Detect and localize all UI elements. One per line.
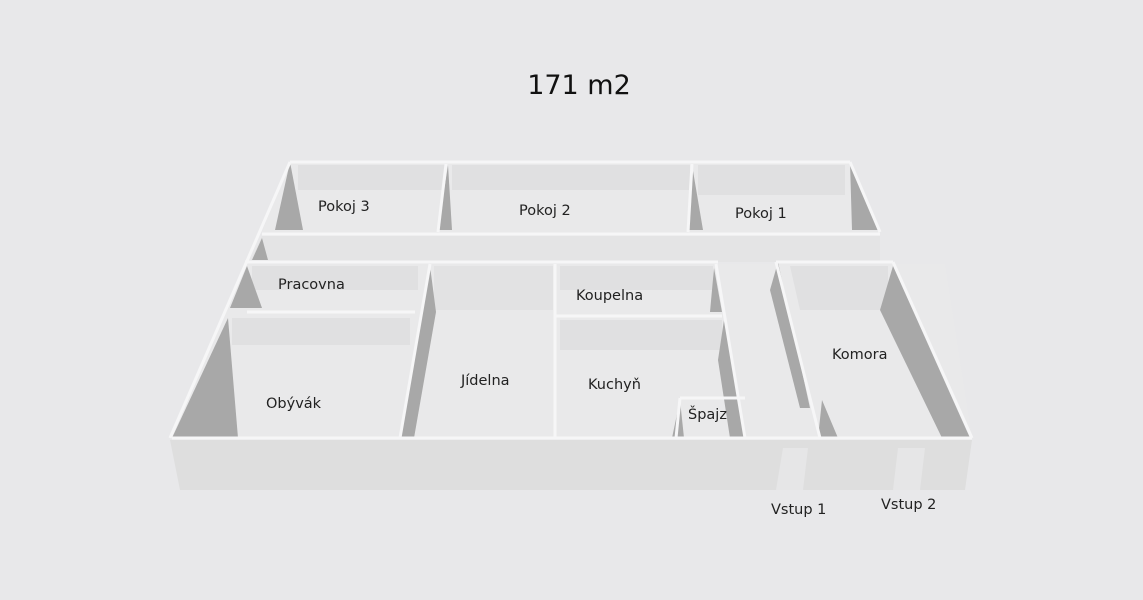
shadow-left-top (275, 162, 303, 230)
wall-face-jidelna (434, 266, 553, 310)
shadow-jidelna-left (400, 266, 436, 438)
wall-face-obyvak (232, 318, 410, 345)
shadow-corridor-left (252, 238, 268, 260)
wall-face-koupelna (560, 266, 713, 290)
room-label-komora: Komora (832, 347, 888, 363)
room-label-pracovna: Pracovna (278, 277, 345, 293)
wall-face-komora (790, 266, 888, 310)
wall-face-pokoj2 (452, 165, 690, 190)
wall-face-kuchyn (560, 320, 722, 350)
wall-face-pracovna (252, 266, 418, 290)
entrance-door-1 (776, 448, 808, 490)
room-label-spajz: Špajz (688, 407, 727, 423)
wall-face-pokoj3 (298, 165, 445, 190)
shadow-hall-bottom (818, 400, 838, 438)
entrance-label-vstup-2: Vstup 2 (881, 497, 937, 513)
room-label-jidelna: Jídelna (461, 373, 510, 389)
room-label-koupelna: Koupelna (576, 288, 644, 304)
shadow-komora-right (880, 266, 970, 438)
wall-tops (168, 160, 974, 440)
entrance-label-vstup-1: Vstup 1 (771, 502, 827, 518)
floor-area-title: 171 m2 (527, 70, 631, 101)
shadow-obyvak-left (172, 318, 238, 438)
room-label-pokoj-1: Pokoj 1 (735, 206, 787, 222)
room-label-obyvak: Obývák (266, 396, 322, 412)
shadow-pracovna-left (230, 266, 262, 308)
shadow-koupelna-right (710, 268, 722, 312)
entrance-door-2 (893, 448, 925, 490)
shadow-kuchyn-right (718, 320, 745, 438)
floor-main (172, 264, 972, 438)
shadow-hall-left (770, 262, 810, 408)
front-wall (170, 440, 972, 490)
room-label-pokoj-2: Pokoj 2 (519, 203, 571, 219)
room-label-kuchyn: Kuchyň (588, 377, 641, 393)
wall-face-pokoj1 (698, 165, 845, 195)
floor-corridor (250, 236, 880, 262)
room-label-pokoj-3: Pokoj 3 (318, 199, 370, 215)
